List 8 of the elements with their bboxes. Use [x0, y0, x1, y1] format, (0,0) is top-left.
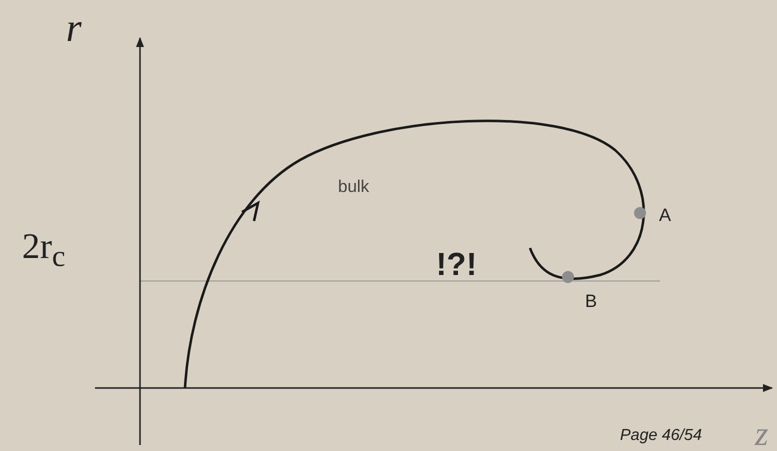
axis-label: z — [755, 418, 768, 451]
point-label: B — [585, 292, 598, 310]
axis-label: r — [66, 8, 82, 48]
page-number: Page 46/54 — [620, 428, 702, 444]
point-label: A — [659, 206, 672, 224]
axis-tick-label: 2r$_{c}$ — [22, 228, 66, 272]
annotation-text: !?! — [436, 248, 477, 280]
region-label: bulk — [338, 178, 370, 195]
